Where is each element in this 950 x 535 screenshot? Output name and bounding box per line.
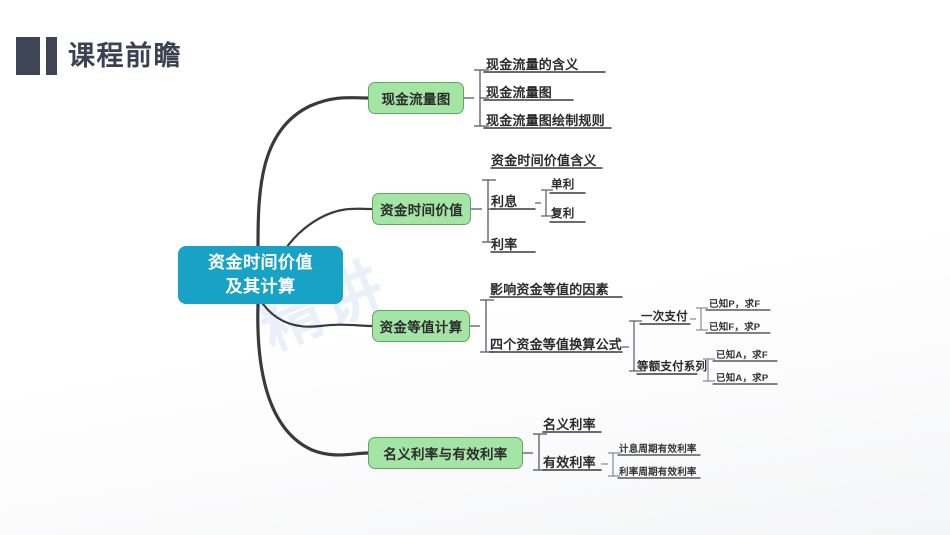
page-title: 课程前瞻 — [68, 41, 182, 71]
leaf-cash-flow-meaning[interactable]: 现金流量的含义 — [486, 57, 579, 72]
leaf-interest[interactable]: 利息 — [491, 194, 518, 209]
connector-root-to-branch-3 — [256, 302, 370, 457]
leaf-given-a-find-p[interactable]: 已知A，求P — [716, 373, 769, 384]
root-node-label-line2: 及其计算 — [225, 277, 296, 296]
leaf-uniform-payment-series[interactable]: 等额支付系列 — [637, 361, 708, 373]
header-accent-block-wide — [16, 37, 40, 75]
leaf-effective-rate[interactable]: 有效利率 — [543, 455, 596, 470]
leaf-cash-flow-diagram[interactable]: 现金流量图 — [486, 85, 553, 100]
leaf-equivalence-factors[interactable]: 影响资金等值的因素 — [490, 282, 609, 297]
connector-root-to-branch-2 — [261, 302, 374, 328]
leaf-single-payment[interactable]: 一次支付 — [641, 311, 688, 323]
slide-header: 课程前瞻 — [0, 0, 950, 78]
leaf-interest-rate[interactable]: 利率 — [491, 237, 518, 252]
leaf-interest-period-effective-rate[interactable]: 利率周期有效利率 — [619, 467, 697, 478]
branch-node-nominal-effective-rate[interactable]: 名义利率与有效利率 — [368, 437, 523, 469]
header-accent-block-thin — [46, 37, 57, 75]
leaf-cash-flow-drawing-rules[interactable]: 现金流量图绘制规则 — [486, 113, 605, 128]
leaf-given-p-find-f[interactable]: 已知P，求F — [709, 299, 761, 310]
leaf-given-a-find-f[interactable]: 已知A，求F — [716, 350, 768, 361]
leaf-nominal-rate[interactable]: 名义利率 — [543, 417, 596, 432]
root-node-label-line1: 资金时间价值 — [208, 253, 313, 272]
leaf-simple-interest[interactable]: 单利 — [551, 179, 575, 191]
branch-node-cash-flow-diagram[interactable]: 现金流量图 — [368, 82, 464, 114]
leaf-given-f-find-p[interactable]: 已知F，求P — [709, 322, 761, 333]
root-node[interactable]: 资金时间价值 及其计算 — [178, 246, 343, 304]
leaf-compound-interest[interactable]: 复利 — [551, 208, 575, 220]
branch-node-equivalence-calculation[interactable]: 资金等值计算 — [372, 310, 470, 342]
connector-root-to-branch-0 — [256, 96, 370, 248]
leaf-compounding-period-effective-rate[interactable]: 计息周期有效利率 — [619, 444, 697, 455]
branch-node-time-value-of-money[interactable]: 资金时间价值 — [372, 193, 471, 225]
leaf-four-equivalence-formulas[interactable]: 四个资金等值换算公式 — [490, 337, 623, 352]
leaf-time-value-meaning[interactable]: 资金时间价值含义 — [491, 153, 597, 168]
